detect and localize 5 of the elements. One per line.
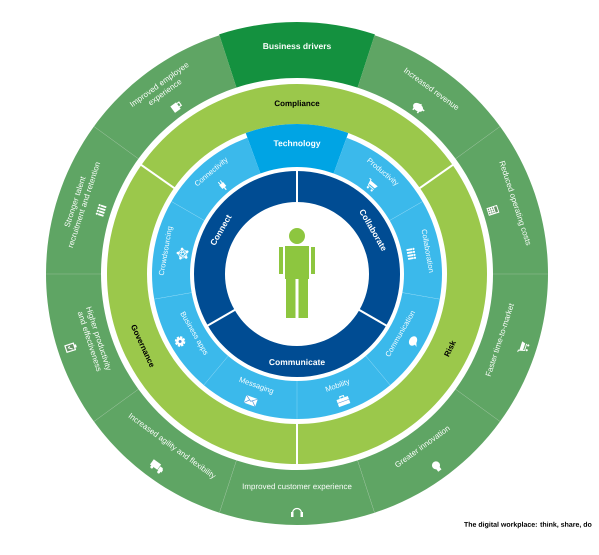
tab-segment: Technology xyxy=(246,124,348,174)
tab-segment: Business drivers xyxy=(219,22,375,88)
ring-segment: Improved customer experience xyxy=(219,460,375,525)
ring-segment: Communicate xyxy=(208,310,386,377)
node-label: Improved customer experience xyxy=(242,483,352,491)
